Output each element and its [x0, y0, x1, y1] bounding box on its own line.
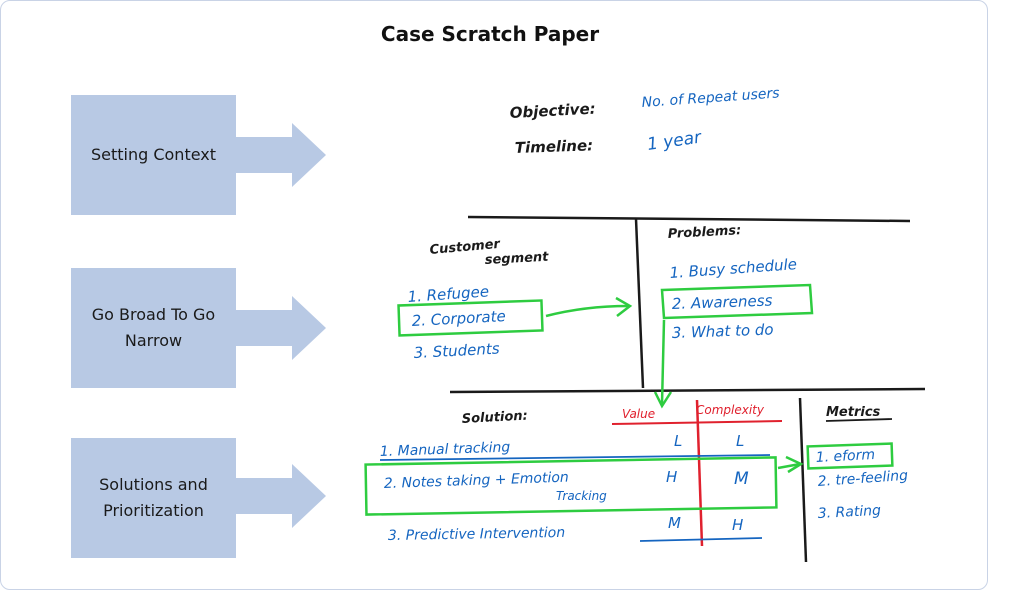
objective-label: Objective:	[509, 100, 596, 122]
solution-item: 2. Notes taking + Emotion	[384, 470, 569, 492]
value-score: M	[668, 514, 681, 532]
arrow-right-icon	[236, 123, 326, 187]
arrow-head-icon	[653, 391, 673, 409]
column-value: Value	[622, 407, 655, 421]
page-title: Case Scratch Paper	[380, 22, 600, 46]
solutions-heading: Solution:	[461, 409, 528, 427]
step-setting-context: Setting Context	[71, 95, 236, 215]
complexity-score: L	[736, 432, 744, 450]
column-complexity: Complexity	[696, 403, 765, 417]
row-underline	[639, 537, 763, 542]
step-label: Go Broad To Go Narrow	[91, 305, 216, 350]
segment-item: 2. Corporate	[411, 307, 506, 330]
arrow-head-icon	[785, 455, 804, 474]
complexity-score: M	[734, 469, 749, 489]
solution-item: 3. Predictive Intervention	[388, 525, 566, 544]
highlight-box	[660, 283, 814, 320]
problem-item: 1. Busy schedule	[669, 255, 798, 282]
highlight-box	[397, 299, 544, 337]
objective-value: No. of Repeat users	[641, 85, 780, 111]
connector-arrow	[777, 462, 801, 470]
divider-line	[695, 399, 704, 547]
arrow-right-icon	[236, 464, 326, 528]
segment-item: 1. Refugee	[407, 282, 490, 306]
highlight-box	[806, 442, 894, 470]
row-underline	[379, 454, 771, 461]
metric-item: 1. eform	[815, 447, 875, 466]
connector-arrow	[660, 319, 666, 405]
step-go-broad: Go Broad To Go Narrow	[71, 268, 236, 388]
divider-line	[449, 387, 926, 394]
arrow-right-icon	[236, 296, 326, 360]
value-score: L	[674, 432, 682, 450]
metrics-heading: Metrics	[826, 405, 881, 420]
step-solutions: Solutions and Prioritization	[71, 438, 236, 558]
timeline-value: 1 year	[646, 127, 703, 154]
problem-item: 3. What to do	[672, 320, 774, 342]
solution-item-continued: Tracking	[556, 489, 607, 503]
divider-line	[467, 215, 911, 223]
segments-heading: Customer	[429, 237, 502, 258]
segment-item: 3. Students	[413, 340, 500, 362]
heading-underline	[825, 418, 893, 422]
segments-heading: segment	[484, 250, 549, 268]
value-score: H	[666, 468, 677, 486]
highlight-box	[364, 456, 778, 516]
timeline-label: Timeline:	[515, 136, 594, 157]
step-label: Setting Context	[90, 145, 217, 165]
divider-line	[634, 218, 645, 389]
complexity-score: H	[732, 516, 743, 534]
divider-line	[798, 397, 808, 563]
problems-heading: Problems:	[667, 223, 741, 242]
problem-item: 2. Awareness	[672, 291, 773, 313]
metric-item: 3. Rating	[817, 503, 881, 522]
metric-item: 2. tre-feeling	[817, 468, 908, 490]
arrow-head-icon	[615, 296, 633, 317]
solution-item: 1. Manual tracking	[380, 439, 511, 460]
step-label: Solutions and Prioritization	[99, 475, 208, 520]
connector-arrow	[545, 304, 629, 318]
